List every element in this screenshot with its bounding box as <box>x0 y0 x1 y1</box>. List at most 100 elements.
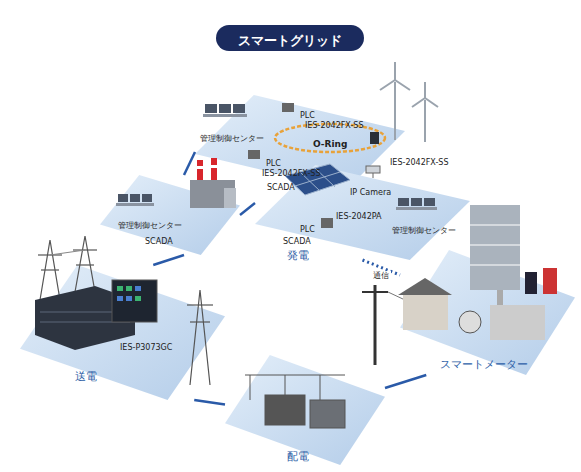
power-plant-part <box>211 165 217 168</box>
tile-ground <box>195 95 405 190</box>
node-text-slot: 管理制御センター <box>392 218 456 237</box>
grid-area-tile: IES-P3073GC 送電 <box>20 265 225 400</box>
data-center-part <box>126 286 132 291</box>
control-monitors-part <box>142 194 152 202</box>
node-text-slot: SCADA <box>145 229 173 248</box>
device-label: IP Camera <box>350 188 391 198</box>
node-text: 発電 <box>287 249 309 262</box>
data-center-part <box>117 286 123 291</box>
node-text: IES-P3073GC <box>120 343 172 353</box>
substation-part <box>250 375 251 400</box>
smart-meter-site-part <box>490 305 545 340</box>
power-plant-part <box>197 166 203 169</box>
device-label-slot: PLC <box>300 217 315 236</box>
data-center-part <box>126 296 132 301</box>
data-center-part <box>112 280 157 322</box>
tile-ground <box>20 265 225 400</box>
utility-pole <box>362 285 405 365</box>
edge-label-slot: 通信 <box>371 263 391 282</box>
control-monitors-part <box>398 198 409 206</box>
tile-ground <box>225 355 385 465</box>
ip-camera-part <box>373 173 374 178</box>
smart-meter-site-part <box>459 311 481 333</box>
power-plant-part <box>224 188 236 208</box>
device-label: PLC <box>266 159 281 169</box>
device-label-slot: IES-2042PA <box>336 204 382 223</box>
node-text-slot: 管理制御センター <box>118 213 182 232</box>
grid-link <box>153 255 184 265</box>
substation-part <box>320 375 321 400</box>
node-text: 管理制御センター <box>392 226 456 236</box>
device-label: PLC <box>300 111 315 121</box>
control-monitors-part <box>205 104 217 113</box>
node-text: 配電 <box>287 450 309 463</box>
substation-part <box>265 395 305 425</box>
transmission-tower-part <box>76 264 94 265</box>
device-label: IES-2042PA <box>336 212 382 222</box>
tile-ground <box>400 250 575 375</box>
node-text: SCADA <box>145 237 173 247</box>
transmission-tower-part <box>41 269 59 270</box>
plc-device-part <box>321 218 333 228</box>
smart-meter-site-part <box>470 205 520 290</box>
node-text: SCADA <box>283 237 311 247</box>
device-label-slot: O-Ring <box>313 132 347 151</box>
node-text-slot: スマートメーター <box>440 353 528 372</box>
node-text: 管理制御センター <box>118 221 182 231</box>
control-monitors-part <box>130 194 140 202</box>
substation-part <box>245 375 345 376</box>
transmission-tower-part <box>190 321 210 322</box>
grid-link <box>194 400 225 405</box>
data-center-part <box>135 296 141 301</box>
power-plant <box>190 158 236 208</box>
node-text: スマートメーター <box>440 358 528 371</box>
device-label-slot: IP Camera <box>350 180 391 199</box>
wind-turbine-part <box>424 100 426 142</box>
edge-label: 通信 <box>371 271 391 281</box>
plc-device-part <box>248 150 260 159</box>
ip-camera-part <box>366 166 380 173</box>
control-monitors-part <box>203 114 247 117</box>
utility-pole-part <box>362 291 388 293</box>
grid-link <box>184 152 195 175</box>
control-monitors-part <box>424 198 435 206</box>
grid-area-tile: 管理制御センター SCADA <box>100 175 240 255</box>
device-label-slot: PLC <box>300 103 315 122</box>
wind-turbine-part <box>424 82 426 98</box>
node-text: 管理制御センター <box>200 134 264 144</box>
tile-shape <box>400 250 575 375</box>
node-text-slot: 配電 <box>287 445 309 464</box>
smart-meter-site-part <box>497 290 503 305</box>
grid-link <box>385 375 426 388</box>
smart-meter-site-part <box>543 268 557 294</box>
control-monitors-part <box>116 203 154 206</box>
control-monitors-part <box>411 198 422 206</box>
title-text-slot: スマートグリッド <box>238 30 342 49</box>
device-label: IES-2042FX-SS <box>390 158 448 168</box>
wind-turbine-part <box>395 80 410 90</box>
node-text-slot: 管理制御センター <box>200 126 264 145</box>
title-text: スマートグリッド <box>238 33 342 49</box>
control-monitors-part <box>219 104 231 113</box>
smart-meter-site-part <box>470 245 520 246</box>
utility-pole-part <box>374 285 377 365</box>
grid-area-tile: 配電 <box>225 355 385 465</box>
node-text-slot: 送電 <box>75 365 97 384</box>
ip-camera <box>366 166 380 178</box>
device-label: PLC <box>300 225 315 235</box>
smart-meter-site-part <box>470 265 520 266</box>
tile-ground <box>100 175 240 255</box>
wind-turbine-part <box>394 82 396 140</box>
device-label: IES-2042FX-SS <box>262 169 320 179</box>
node-text: 送電 <box>75 370 97 383</box>
transmission-tower-part <box>40 240 60 300</box>
title-pill: スマートグリッド <box>216 25 364 51</box>
wind-turbine-part <box>425 98 438 107</box>
power-plant-part <box>190 180 235 208</box>
node-text-slot: 発電 <box>287 244 309 263</box>
smart-meter-site-part <box>403 295 448 330</box>
tile-ground <box>255 165 470 260</box>
plc-device-part <box>370 132 379 144</box>
